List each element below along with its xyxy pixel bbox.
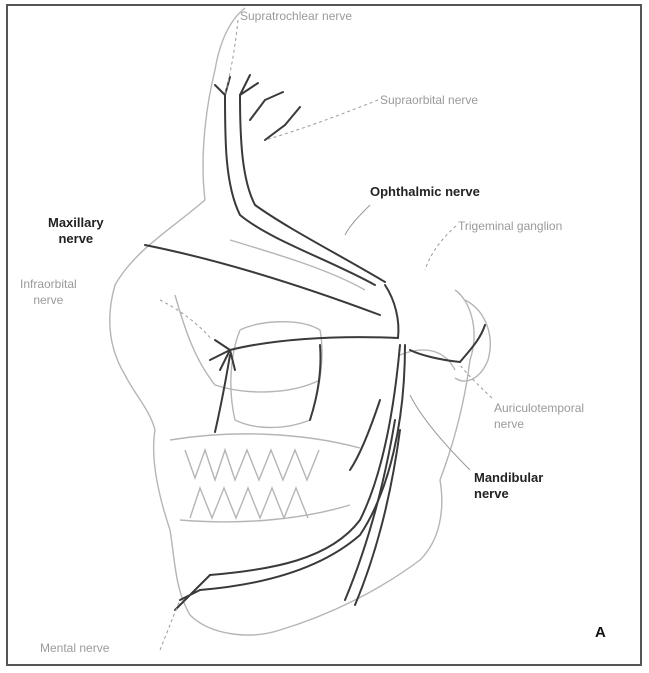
upper-teeth-outline <box>185 450 319 480</box>
label-supraorbital-nerve: Supraorbital nerve <box>380 92 478 108</box>
panel-letter: A <box>595 624 606 641</box>
jaw-ramus-outline <box>440 290 474 480</box>
buccal-nerve <box>350 400 380 470</box>
inferior-alveolar-nerve <box>210 345 400 575</box>
ophthalmic-trunk-a <box>225 95 375 285</box>
trigeminal-ganglion-leader <box>425 226 456 270</box>
leader-lines <box>160 20 492 650</box>
face-profile-outline <box>110 70 442 635</box>
lower-teeth-outline <box>190 488 308 518</box>
label-trigeminal-ganglion: Trigeminal ganglion <box>458 218 562 234</box>
ophthalmic-leader <box>345 205 370 235</box>
trigeminal-ganglion <box>385 285 398 338</box>
label-supratrochlear-nerve: Supratrochlear nerve <box>240 8 352 24</box>
nerve-paths <box>145 75 485 610</box>
lower-alveolar-outline <box>180 505 350 522</box>
label-infraorbital-nerve: Infraorbital nerve <box>20 276 77 308</box>
label-maxillary-nerve: Maxillary nerve <box>48 215 104 247</box>
label-auriculotemporal-nerve: Auriculotemporal nerve <box>494 400 584 432</box>
orbit-floor-outline <box>175 295 320 392</box>
maxillary-nerve <box>230 337 398 350</box>
ear-outline <box>455 300 490 381</box>
upper-alveolar-outline <box>170 434 360 448</box>
infraorbital-leader <box>160 300 212 340</box>
mandibular-leader <box>410 395 470 470</box>
label-mental-nerve: Mental nerve <box>40 640 109 656</box>
label-ophthalmic-nerve: Ophthalmic nerve <box>370 184 480 200</box>
supratrochlear-branches <box>215 75 258 95</box>
supraorbital-branches <box>250 92 300 140</box>
maxillary-sinus-outline <box>231 322 322 428</box>
label-mandibular-nerve: Mandibular nerve <box>474 470 543 502</box>
supraorbital-leader <box>265 100 378 140</box>
